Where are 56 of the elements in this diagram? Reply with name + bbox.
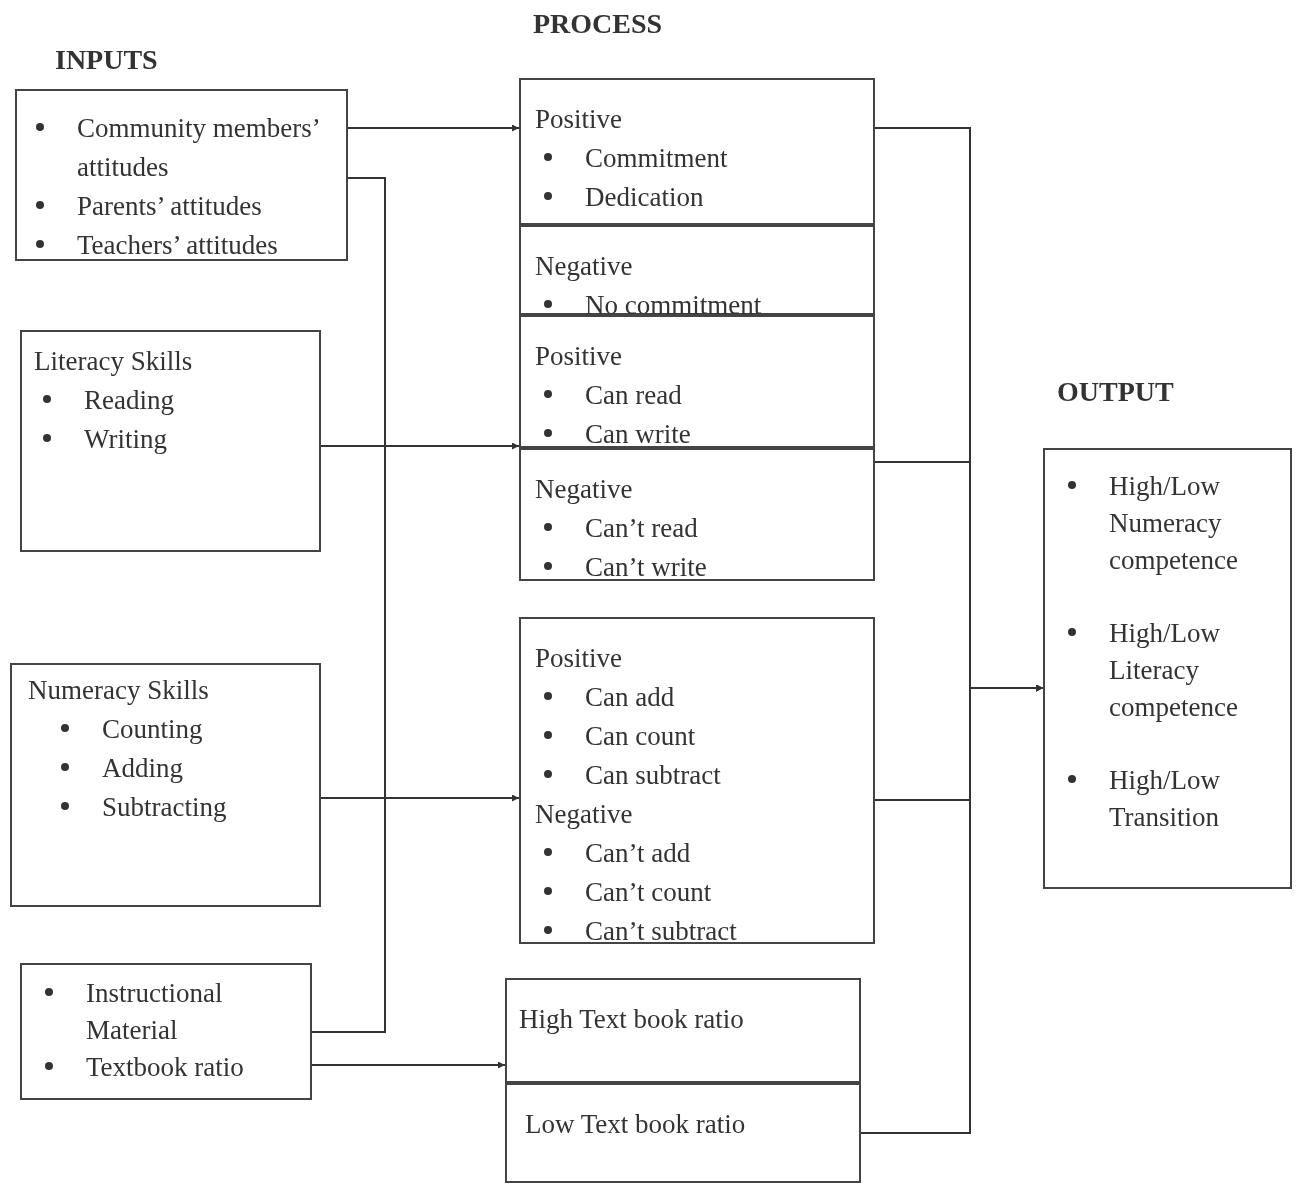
list-item: Can write <box>585 418 691 451</box>
text-box <box>15 89 348 261</box>
arrow <box>311 1061 506 1069</box>
box-heading: Negative <box>535 473 633 506</box>
text-box <box>505 1083 861 1183</box>
section-heading: OUTPUT <box>1057 376 1174 408</box>
box-heading: Numeracy Skills <box>28 674 209 707</box>
list-item: Writing <box>84 423 167 456</box>
list-item: Can add <box>585 681 675 714</box>
list-item: No commitment <box>585 289 762 322</box>
list-item: Reading <box>84 384 174 417</box>
list-item: Can read <box>585 379 682 412</box>
arrow <box>320 794 520 802</box>
box-heading: High Text book ratio <box>519 1003 744 1036</box>
text-box <box>10 663 321 907</box>
box-heading: Negative <box>535 250 633 283</box>
arrow <box>347 124 520 132</box>
text-box <box>519 78 875 225</box>
list-item: Adding <box>102 752 183 785</box>
box-heading: Literacy Skills <box>34 345 193 378</box>
list-item: Parents’ attitudes <box>77 190 262 223</box>
text-box <box>505 978 861 1083</box>
list-item: High/Low Literacy competence <box>1109 617 1239 724</box>
list-item: Subtracting <box>102 791 227 824</box>
list-item: Teachers’ attitudes <box>77 229 278 262</box>
list-item: Textbook ratio <box>86 1051 244 1084</box>
box-heading: Positive <box>535 642 622 675</box>
box-heading: Low Text book ratio <box>525 1108 746 1141</box>
box-heading: Positive <box>535 340 622 373</box>
section-heading: INPUTS <box>55 44 158 76</box>
text-box <box>20 963 312 1100</box>
arrow <box>860 684 1044 1134</box>
list-item: High/Low Numeracy competence <box>1109 470 1239 577</box>
list-item: Can’t read <box>585 512 698 545</box>
text-box <box>519 225 875 315</box>
list-item: Community members’ attitudes <box>77 112 320 184</box>
list-item: Instructional Material <box>86 977 224 1047</box>
list-item: Can’t add <box>585 837 691 870</box>
text-box <box>519 448 875 581</box>
list-item: Can’t count <box>585 876 712 909</box>
list-item: Can count <box>585 720 696 753</box>
list-item: Can subtract <box>585 759 721 792</box>
text-box <box>519 617 875 944</box>
text-box <box>1043 448 1292 889</box>
text-box <box>519 315 875 448</box>
list-item: Counting <box>102 713 203 746</box>
list-item: Commitment <box>585 142 728 175</box>
list-item: Dedication <box>585 181 704 214</box>
list-item: Can’t subtract <box>585 915 737 948</box>
list-item: High/Low Transition <box>1109 764 1221 834</box>
box-heading: Positive <box>535 103 622 136</box>
arrow <box>320 442 520 450</box>
section-heading: PROCESS <box>533 8 663 40</box>
text-box <box>20 330 321 552</box>
box-heading: Negative <box>535 798 633 831</box>
list-item: Can’t write <box>585 551 707 584</box>
